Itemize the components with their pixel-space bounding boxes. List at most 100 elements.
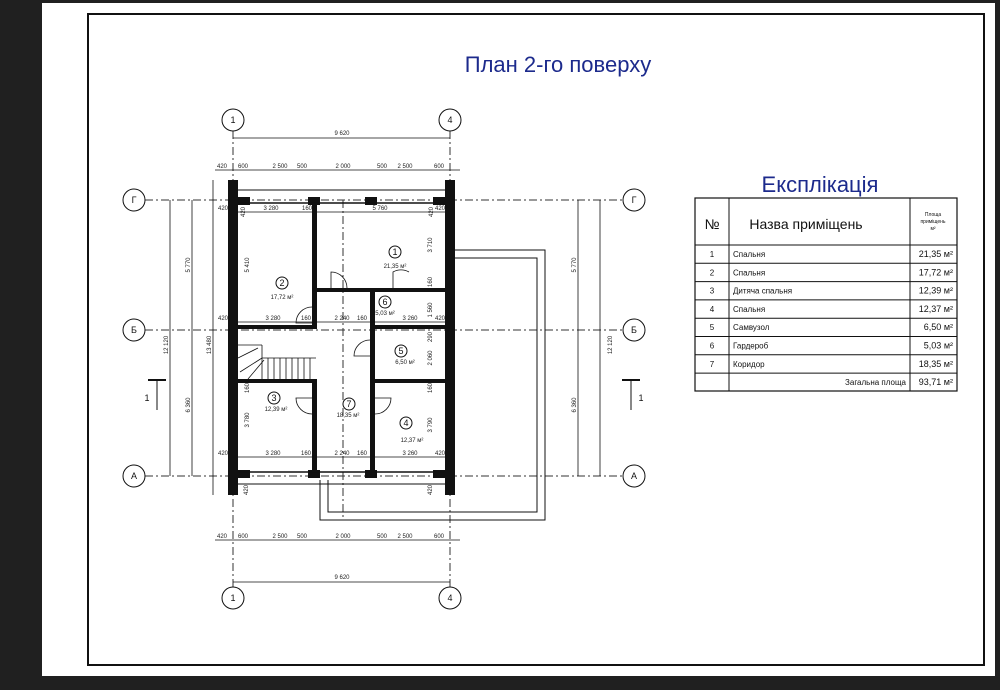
svg-text:3 280: 3 280 <box>265 451 281 457</box>
svg-text:А: А <box>131 471 137 481</box>
svg-text:420: 420 <box>435 316 446 322</box>
room-5: 5 6,50 м² <box>394 344 415 366</box>
svg-text:17,72 м²: 17,72 м² <box>271 295 294 301</box>
svg-text:420: 420 <box>218 206 229 212</box>
svg-text:5 410: 5 410 <box>245 257 251 273</box>
svg-text:160: 160 <box>428 276 434 287</box>
svg-text:420: 420 <box>241 206 247 217</box>
svg-text:2 500: 2 500 <box>397 534 413 540</box>
svg-text:12,39 м²: 12,39 м² <box>265 407 288 413</box>
plan-title: План 2-го поверху <box>465 52 651 77</box>
svg-text:3: 3 <box>271 393 276 403</box>
row-name: Спальня <box>733 268 765 277</box>
svg-text:500: 500 <box>297 164 308 170</box>
header-area-3: м² <box>930 226 935 232</box>
row-area: 21,35 м² <box>919 249 953 259</box>
svg-text:12,37 м²: 12,37 м² <box>401 438 424 444</box>
svg-text:420: 420 <box>218 316 229 322</box>
row-area: 5,03 м² <box>924 341 953 351</box>
svg-text:9 620: 9 620 <box>334 131 350 137</box>
axis-bubble-a-right <box>622 464 646 488</box>
svg-text:420: 420 <box>244 484 250 495</box>
dimension-lines <box>169 137 601 583</box>
sheet <box>42 3 995 676</box>
axis-bubble-g-left <box>122 188 146 212</box>
svg-text:500: 500 <box>377 534 388 540</box>
svg-text:3 260: 3 260 <box>402 451 418 457</box>
svg-text:1: 1 <box>230 593 235 603</box>
row-name: Самвузол <box>733 323 770 332</box>
svg-text:5,03 м²: 5,03 м² <box>375 311 394 317</box>
row-name: Спальня <box>733 250 765 259</box>
svg-text:18,35 м²: 18,35 м² <box>337 413 360 419</box>
svg-text:2 060: 2 060 <box>428 350 434 366</box>
svg-text:3 780: 3 780 <box>245 412 251 428</box>
svg-text:5: 5 <box>398 346 403 356</box>
svg-text:420: 420 <box>218 451 229 457</box>
row-num: 5 <box>710 323 715 332</box>
svg-text:6,50 м²: 6,50 м² <box>395 360 414 366</box>
svg-text:А: А <box>631 471 637 481</box>
sheet-frame <box>87 13 985 666</box>
room-1: 121,35 м² <box>384 245 406 270</box>
room-4: 412,37 м² <box>399 416 424 444</box>
svg-text:2 240: 2 240 <box>334 451 350 457</box>
room-2: 217,72 м² <box>271 276 294 301</box>
terrace-outline <box>319 249 546 521</box>
doors <box>295 269 410 415</box>
row-num: 2 <box>710 268 715 277</box>
svg-text:3 710: 3 710 <box>428 237 434 253</box>
axis-bubble-1-top <box>221 108 245 132</box>
svg-text:2 500: 2 500 <box>397 164 413 170</box>
svg-text:Б: Б <box>631 325 637 335</box>
svg-text:290: 290 <box>428 331 434 342</box>
row-num: 4 <box>710 305 715 314</box>
table-total-row: Загальна площа 93,71 м² <box>845 377 953 387</box>
row-area: 12,39 м² <box>919 286 953 296</box>
svg-text:7: 7 <box>346 399 351 409</box>
axis-bubble-b-right <box>622 318 646 342</box>
svg-text:5 770: 5 770 <box>572 257 578 273</box>
row-num: 6 <box>710 342 715 351</box>
row-num: 3 <box>710 287 715 296</box>
row-name: Гардероб <box>733 342 769 351</box>
total-label: Загальна площа <box>845 378 907 387</box>
section-mark-left: 1 <box>144 379 166 410</box>
total-area: 93,71 м² <box>919 377 953 387</box>
svg-text:2 000: 2 000 <box>335 164 351 170</box>
svg-text:6 360: 6 360 <box>572 397 578 413</box>
header-area-1: Площа <box>925 212 941 218</box>
table-row: 3 Дитяча спальня 12,39 м² <box>695 286 957 301</box>
header-num: № <box>704 216 719 232</box>
axis-bubble-b-left <box>122 318 146 342</box>
row-name: Коридор <box>733 360 765 369</box>
room-tags: 121,35 м² 217,72 м² 312,39 м² 412,37 м² … <box>265 245 424 444</box>
svg-text:2 000: 2 000 <box>335 534 351 540</box>
svg-text:13 480: 13 480 <box>207 335 213 354</box>
svg-text:420: 420 <box>217 534 228 540</box>
axis-bubble-1-bottom <box>221 586 245 610</box>
room-6: 65,03 м² <box>375 295 395 317</box>
svg-text:160: 160 <box>428 382 434 393</box>
row-name: Дитяча спальня <box>733 287 792 296</box>
room-3: 3 12,39 м² <box>265 391 288 413</box>
row-num: 7 <box>710 360 715 369</box>
svg-text:6 360: 6 360 <box>186 397 192 413</box>
section-mark-right: 1 <box>622 379 644 410</box>
svg-text:9 620: 9 620 <box>334 575 350 581</box>
svg-text:12 120: 12 120 <box>164 335 170 354</box>
svg-text:160: 160 <box>245 382 251 393</box>
svg-text:500: 500 <box>377 164 388 170</box>
svg-text:160: 160 <box>301 316 312 322</box>
table-row: 6 Гардероб 5,03 м² <box>695 341 957 356</box>
svg-text:3 790: 3 790 <box>428 417 434 433</box>
svg-text:600: 600 <box>434 534 445 540</box>
svg-text:1: 1 <box>144 393 149 403</box>
axis-bubble-4-bottom <box>438 586 462 610</box>
svg-text:160: 160 <box>357 451 368 457</box>
